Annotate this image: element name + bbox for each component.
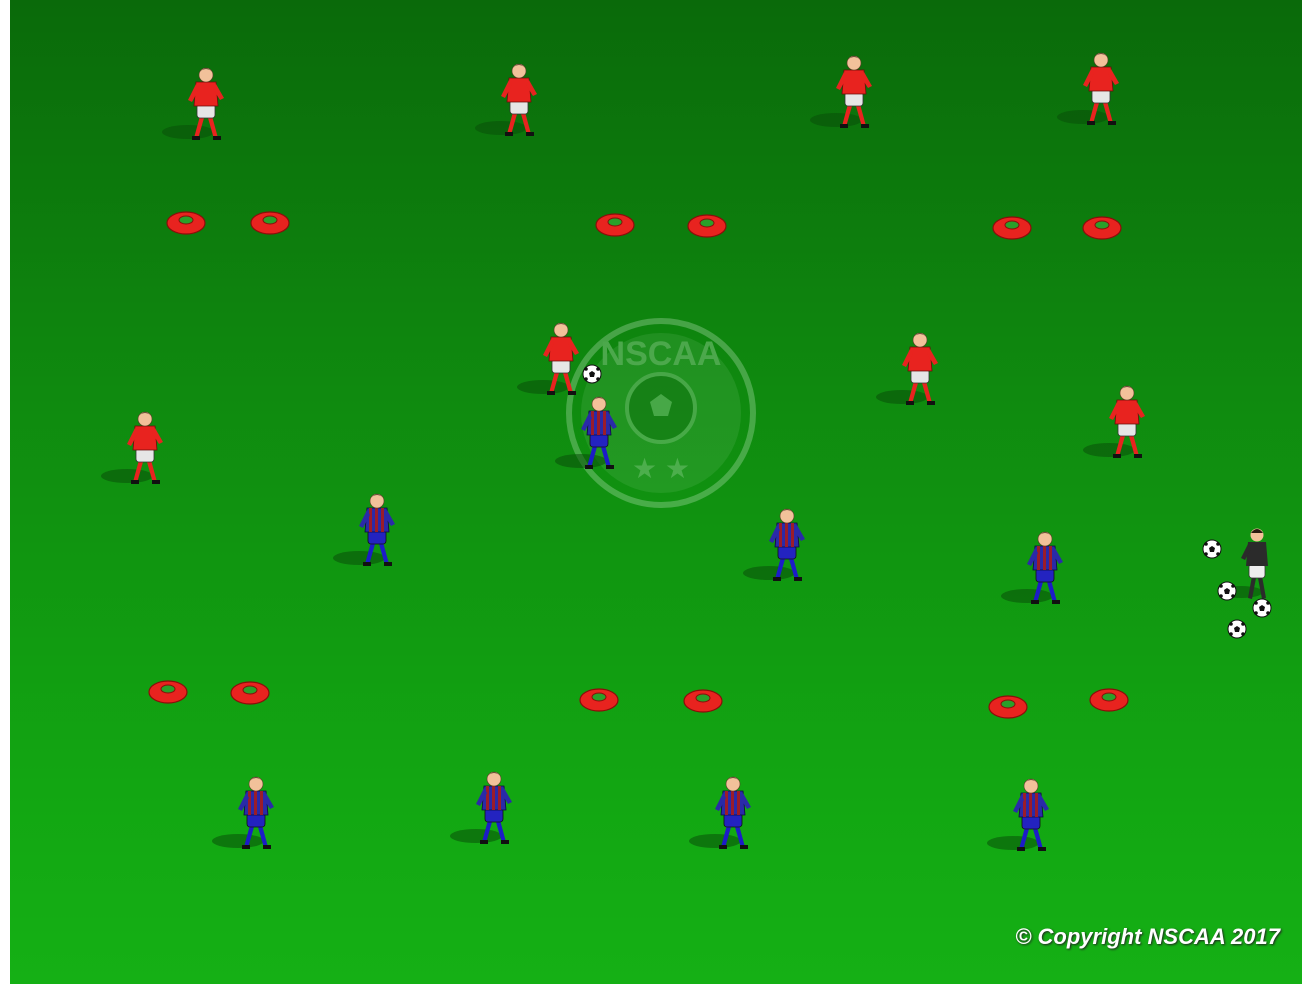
- red-player: [810, 56, 872, 128]
- cone: [688, 215, 726, 237]
- watermark-stars: ★ ★: [632, 453, 690, 484]
- blue-player: [212, 777, 274, 849]
- soccer-ball: [1228, 620, 1246, 638]
- cone: [149, 681, 187, 703]
- blue-player: [743, 509, 805, 581]
- red-player: [517, 323, 579, 395]
- soccer-ball: [1218, 582, 1236, 600]
- blue-player: [333, 494, 395, 566]
- blue-player: [689, 777, 751, 849]
- cone: [989, 696, 1027, 718]
- cone: [167, 212, 205, 234]
- blue-player: [1001, 532, 1063, 604]
- soccer-ball: [583, 365, 601, 383]
- cone: [580, 689, 618, 711]
- cone: [596, 214, 634, 236]
- copyright-text: © Copyright NSCAA 2017: [1015, 924, 1280, 950]
- cone: [251, 212, 289, 234]
- cone: [1083, 217, 1121, 239]
- soccer-ball: [1203, 540, 1221, 558]
- red-player: [876, 333, 938, 405]
- cone: [993, 217, 1031, 239]
- cone: [1090, 689, 1128, 711]
- watermark-text: NSCAA: [601, 335, 722, 373]
- blue-player: [450, 772, 512, 844]
- red-player: [1083, 386, 1145, 458]
- red-player: [475, 64, 537, 136]
- soccer-ball: [1253, 599, 1271, 617]
- red-player: [101, 412, 163, 484]
- cone: [684, 690, 722, 712]
- cone: [231, 682, 269, 704]
- blue-player: [987, 779, 1049, 851]
- red-player: [162, 68, 224, 140]
- red-player: [1057, 53, 1119, 125]
